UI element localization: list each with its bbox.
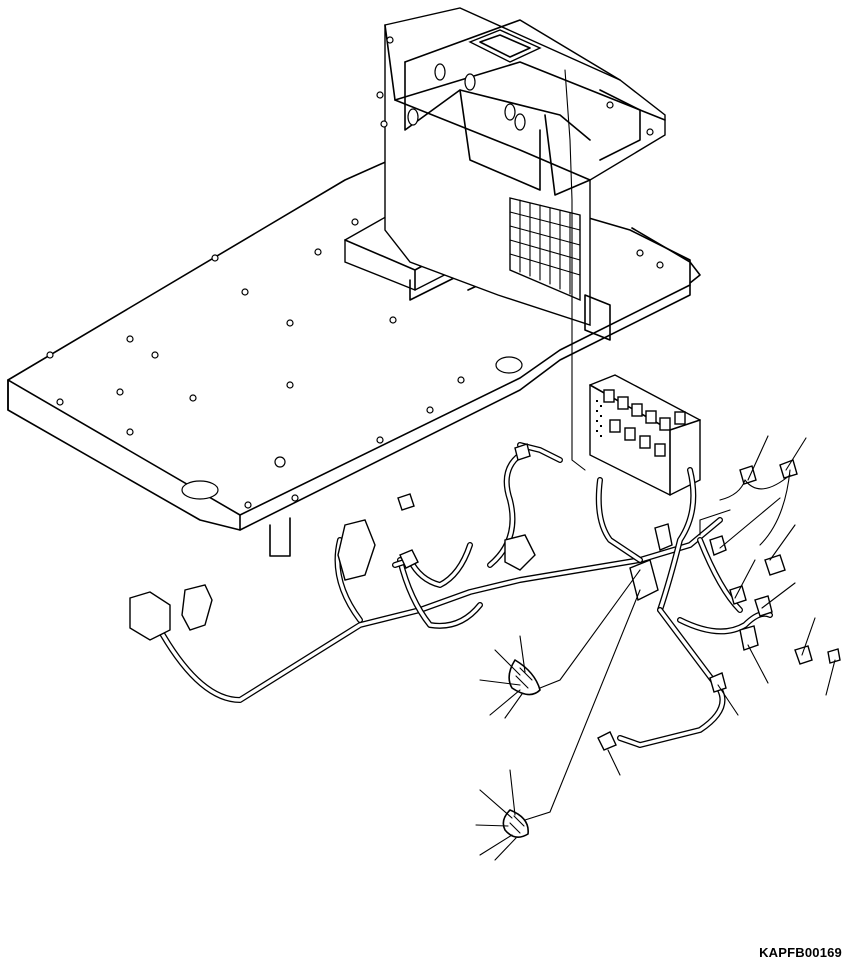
drawing-code: KAPFB00169 (759, 945, 842, 960)
connectors (129, 443, 841, 751)
floor-plate (7, 159, 701, 557)
clamp-bundle-lower (475, 769, 529, 861)
clamp-bundle-upper (479, 635, 541, 719)
leader-lines (524, 435, 836, 821)
branch-cables (719, 469, 791, 546)
rear-console (376, 7, 666, 341)
fuse-relay-box (589, 374, 701, 496)
console-cable (564, 69, 586, 471)
